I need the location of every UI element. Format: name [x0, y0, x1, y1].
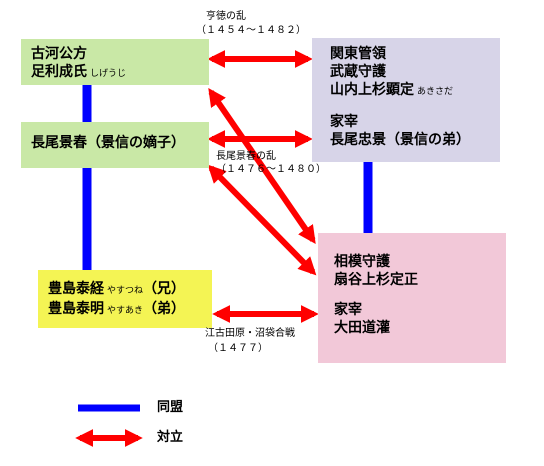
- nagao-tadakage-name: 長尾忠景（景信の弟）: [330, 132, 470, 148]
- kyotoku-war-label: 亨徳の乱: [206, 11, 246, 23]
- box-nagao-kageharu: 長尾景春（景信の嫡子）: [21, 122, 209, 168]
- ashikaga-shigeuji-name: 足利成氏: [31, 64, 87, 80]
- legend-conflict-label: 対立: [157, 430, 184, 445]
- yamanouchi-akisada-line: 山内上杉顕定あきさだ: [330, 81, 500, 101]
- sagami-shugo-title: 相模守護: [334, 254, 390, 270]
- yasutsune-relation: （兄）: [143, 281, 186, 297]
- ogigayatsu-sadamasa-name: 扇谷上杉定正: [334, 272, 418, 288]
- yasuaki-reading: やすあき: [107, 306, 144, 316]
- ota-dokan-name: 大田道灌: [334, 320, 390, 336]
- kyotoku-war-name: 亨徳の乱: [206, 11, 246, 22]
- toshima-yasuaki-line: 豊島泰明やすあき（弟）: [48, 300, 212, 320]
- toshima-yasuaki-name: 豊島泰明: [48, 301, 104, 317]
- box-toshima: 豊島泰経やすつね（兄） 豊島泰明やすあき（弟）: [38, 270, 212, 328]
- nagao-rebellion-years: （１４７６～１４８０）: [216, 164, 326, 175]
- yasuaki-relation: （弟）: [143, 301, 186, 317]
- box-sagami-shugo: 相模守護 扇谷上杉定正 家宰 大田道灌: [318, 233, 506, 363]
- kanto-kanrei-title: 関東管領: [330, 46, 386, 62]
- legend-alliance-label: 同盟: [157, 400, 184, 415]
- kyotoku-war-years: （１４５４～１４８２）: [196, 25, 306, 36]
- shigeuji-reading: しげうじ: [90, 69, 127, 79]
- yamanouchi-akisada-name: 山内上杉顕定: [330, 82, 414, 98]
- nagao-kageharu-name: 長尾景春（景信の嫡子）: [31, 135, 185, 151]
- koga-kubo-title: 古河公方: [31, 46, 87, 62]
- yasutsune-reading: やすつね: [107, 286, 144, 296]
- musashi-shugo-title: 武蔵守護: [330, 64, 386, 80]
- toshima-yasutsune-name: 豊島泰経: [48, 281, 104, 297]
- akisada-reading: あきさだ: [417, 87, 454, 97]
- conflict-arrow-nagao-sagami: [207, 164, 317, 276]
- toshima-yasutsune-line: 豊島泰経やすつね（兄）: [48, 280, 212, 300]
- box-koga-kubo: 古河公方 足利成氏しげうじ: [21, 39, 209, 85]
- sagami-kasai-title: 家宰: [334, 302, 362, 318]
- nagao-rebellion-label: 長尾景春の乱: [216, 151, 276, 162]
- kanrei-kasai-title: 家宰: [330, 114, 358, 130]
- egota-battle-label: 江古田原・沼袋合戦: [205, 328, 295, 339]
- egota-battle-years: （１４７７）: [208, 343, 268, 354]
- box-kanto-kanrei: 関東管領 武蔵守護 山内上杉顕定あきさだ 家宰 長尾忠景（景信の弟）: [312, 38, 500, 162]
- ashikaga-shigeuji-line: 足利成氏しげうじ: [31, 63, 209, 83]
